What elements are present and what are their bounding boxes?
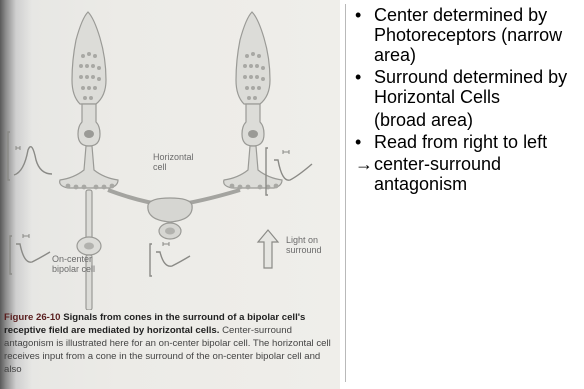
response-trace-bipolar — [10, 234, 50, 274]
bullet-item: • Surround determined by Horizontal Cell… — [355, 67, 581, 130]
label-light-on-surround: Light on surround — [286, 235, 336, 255]
bullet-list: • Center determined by Photoreceptors (n… — [355, 5, 581, 194]
bullet-item: • Read from right to left — [355, 132, 581, 152]
light-arrow-icon — [258, 230, 278, 268]
horizontal-cell — [108, 190, 240, 239]
bullet-marker: • — [355, 5, 369, 25]
conclusion-text: center-surround antagonism — [374, 154, 581, 194]
right-cone — [224, 12, 282, 188]
bullet-text: Center determined by Photoreceptors (nar… — [374, 5, 581, 65]
label-horizontal-cell: Horizontal cell — [153, 152, 197, 172]
bullet-item: • Center determined by Photoreceptors (n… — [355, 5, 581, 65]
bullet-text: Read from right to left — [374, 132, 581, 152]
vertical-divider — [345, 4, 346, 382]
left-cone — [60, 12, 118, 188]
bipolar-nucleus — [84, 243, 94, 250]
conclusion-line: → center-surround antagonism — [355, 154, 581, 194]
label-on-center-bipolar: On-center bipolar cell — [52, 254, 112, 274]
caption-figure-number: Figure 26-10 — [4, 312, 61, 323]
figure-caption: Figure 26-10 Signals from cones in the s… — [4, 311, 338, 376]
figure-panel: Horizontal cell On-center bipolar cell L… — [0, 0, 340, 389]
bullet-text-continuation: (broad area) — [374, 110, 581, 130]
bullet-text: Surround determined by Horizontal Cells — [374, 67, 581, 107]
bullet-marker: • — [355, 132, 369, 152]
right-arrow-icon: → — [355, 154, 373, 174]
bipolar-cell — [77, 190, 101, 310]
bullet-marker: • — [355, 67, 369, 87]
response-trace-middle — [150, 242, 190, 276]
response-trace-left — [8, 132, 52, 180]
